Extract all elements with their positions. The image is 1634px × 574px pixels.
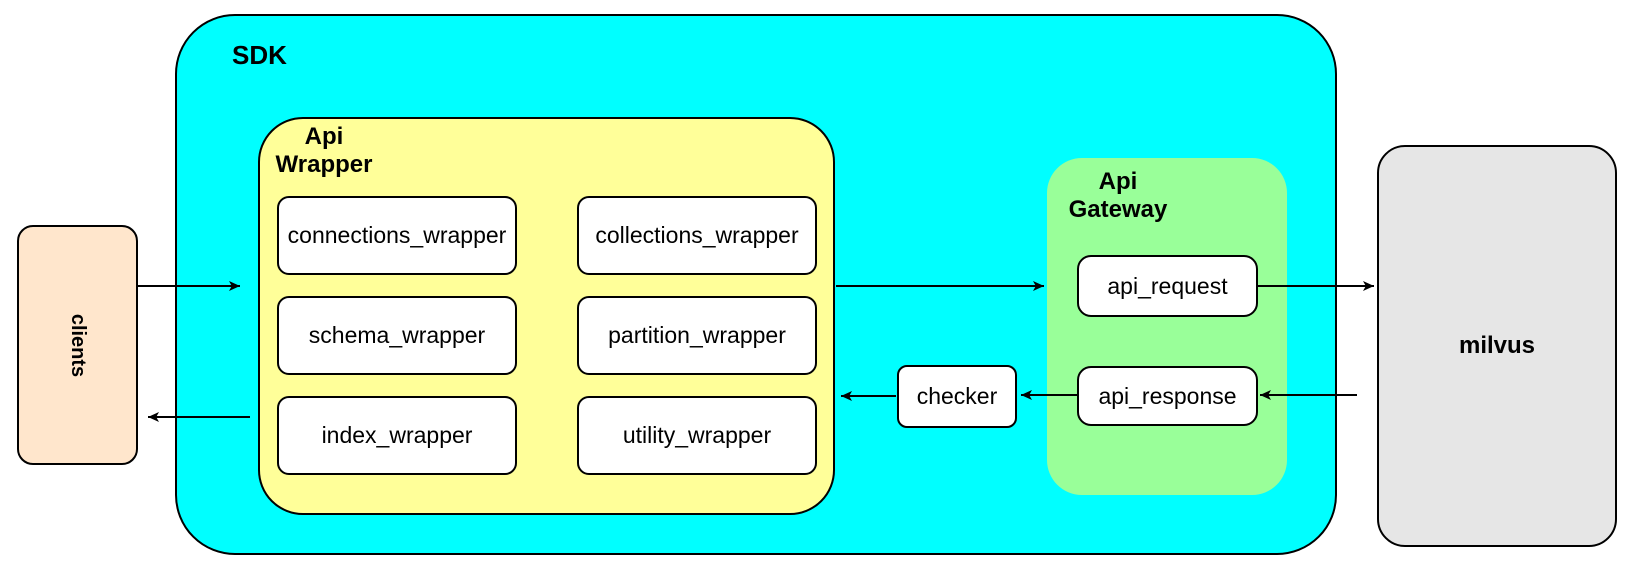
- clients-label: clients: [66, 313, 89, 377]
- collections-wrapper-box: collections_wrapper: [577, 196, 817, 275]
- utility-wrapper-box: utility_wrapper: [577, 396, 817, 475]
- partition-wrapper-box: partition_wrapper: [577, 296, 817, 375]
- api-gateway-label-line2: Gateway: [1068, 196, 1168, 223]
- connections-wrapper-box: connections_wrapper: [277, 196, 517, 275]
- api-gateway-label: Api Gateway: [1008, 168, 1228, 224]
- clients-node: clients: [17, 225, 138, 465]
- sdk-label: SDK: [232, 40, 287, 70]
- api-response-box: api_response: [1077, 366, 1258, 426]
- milvus-node: milvus: [1377, 145, 1617, 547]
- api-wrapper-label: Api Wrapper: [224, 123, 424, 179]
- checker-box: checker: [897, 365, 1017, 428]
- api-gateway-container: Api Gateway: [1047, 158, 1287, 495]
- api-gateway-label-line1: Api: [1098, 168, 1138, 195]
- index-wrapper-box: index_wrapper: [277, 396, 517, 475]
- api-wrapper-label-line2: Wrapper: [275, 151, 373, 178]
- schema-wrapper-box: schema_wrapper: [277, 296, 517, 375]
- api-wrapper-label-line1: Api: [304, 123, 344, 150]
- api-request-box: api_request: [1077, 255, 1258, 317]
